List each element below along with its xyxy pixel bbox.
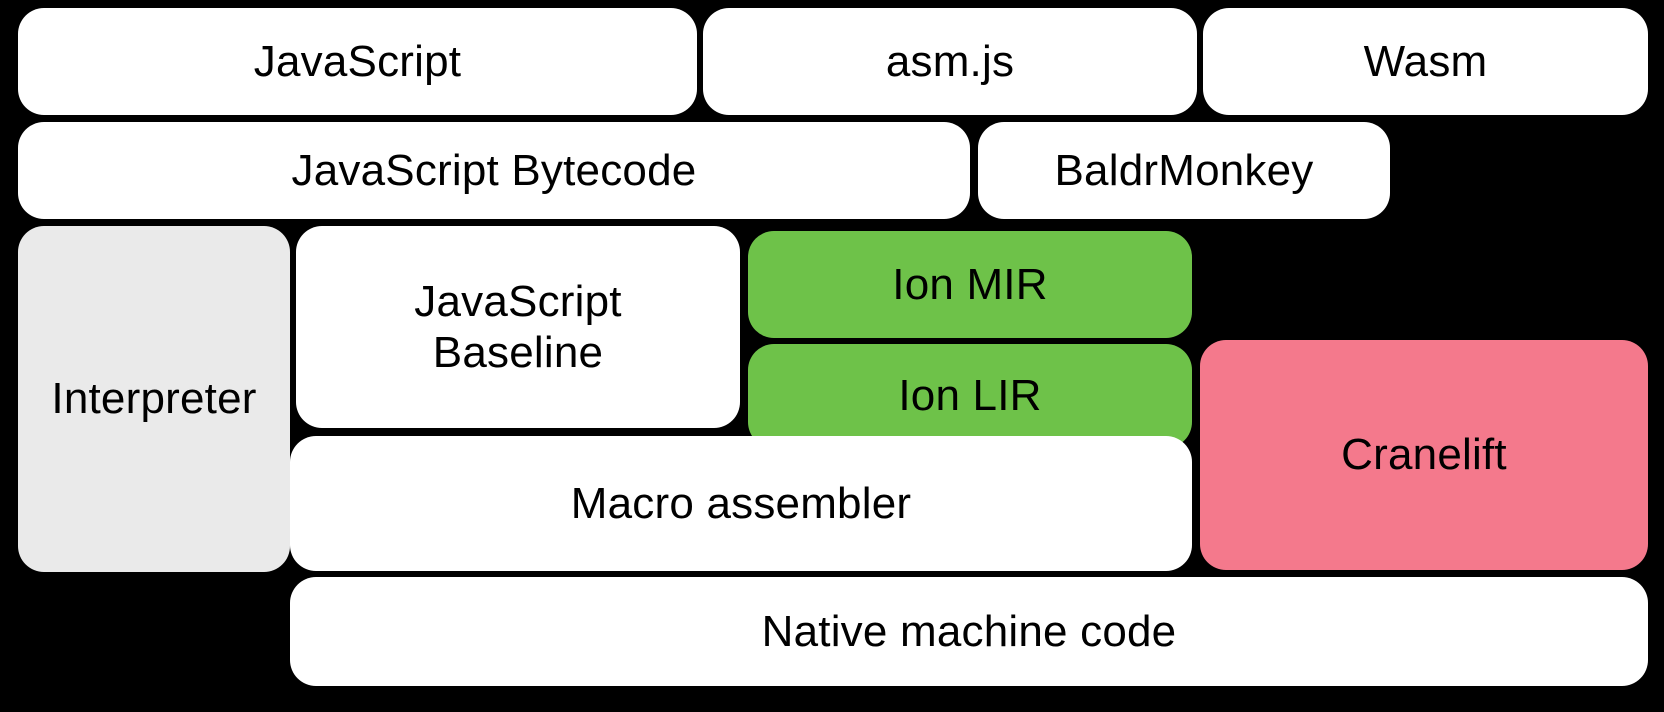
node-baldrmonkey[interactable]: BaldrMonkey (978, 122, 1390, 219)
node-native-machine-code[interactable]: Native machine code (290, 577, 1648, 686)
node-cranelift[interactable]: Cranelift (1200, 340, 1648, 570)
node-ion-mir[interactable]: Ion MIR (748, 231, 1192, 338)
node-ion-lir[interactable]: Ion LIR (748, 344, 1192, 448)
node-macro-assembler[interactable]: Macro assembler (290, 436, 1192, 571)
node-javascript-bytecode[interactable]: JavaScript Bytecode (18, 122, 970, 219)
node-javascript-baseline[interactable]: JavaScript Baseline (296, 226, 740, 428)
node-asmjs[interactable]: asm.js (703, 8, 1197, 115)
node-wasm[interactable]: Wasm (1203, 8, 1648, 115)
node-javascript[interactable]: JavaScript (18, 8, 697, 115)
node-interpreter[interactable]: Interpreter (18, 226, 290, 572)
